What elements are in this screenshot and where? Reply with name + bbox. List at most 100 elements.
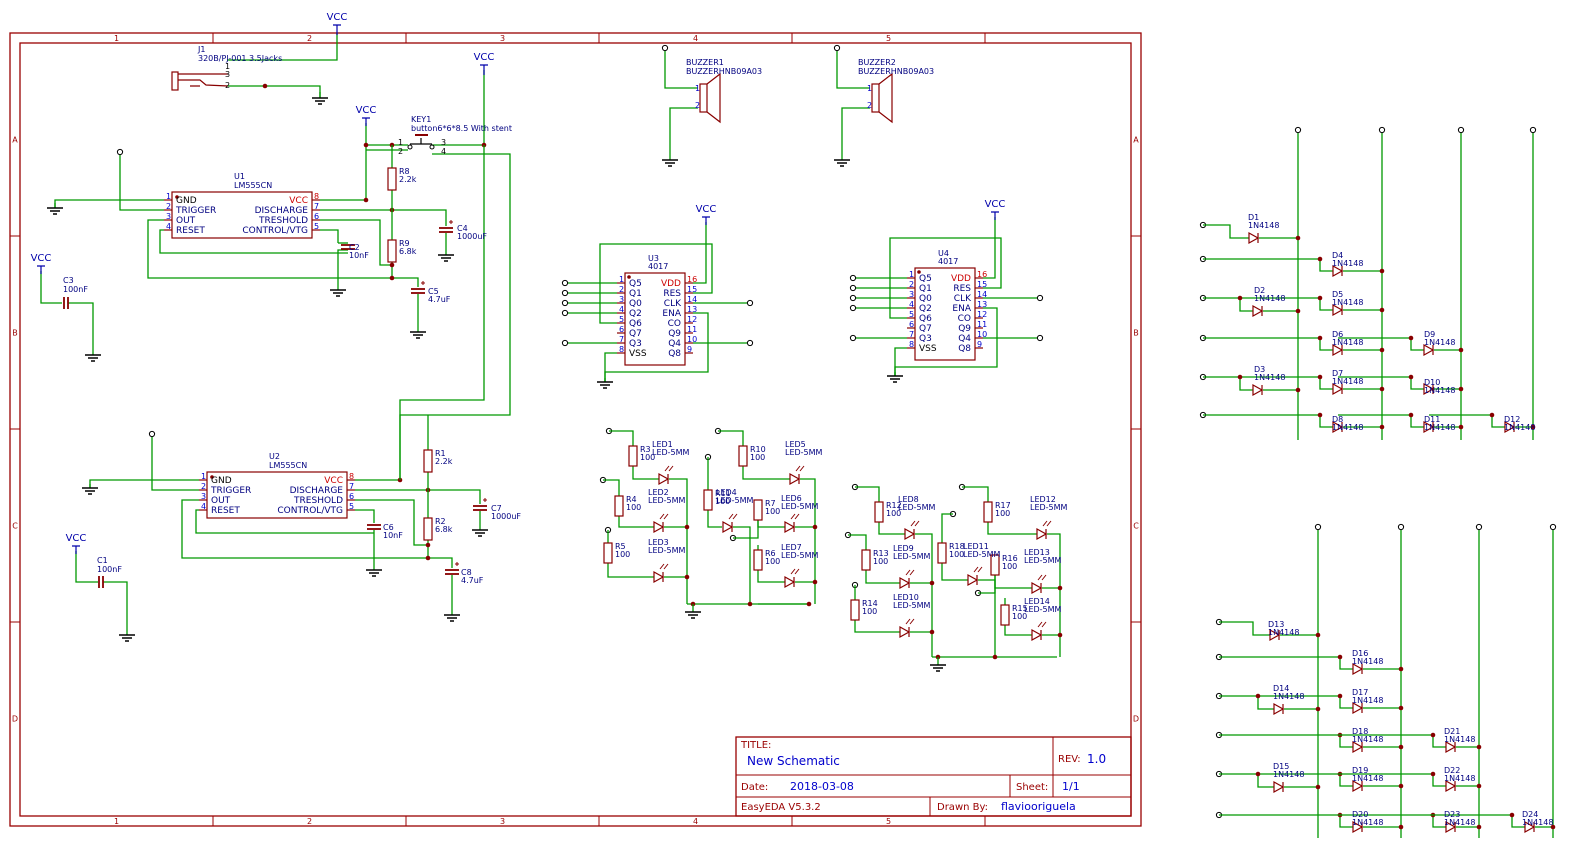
resistor-ref: R6	[765, 549, 776, 558]
pin-name: CONTROL/VTG	[242, 226, 308, 236]
net-terminal	[561, 299, 569, 307]
diode-body	[1445, 779, 1457, 793]
diode-body	[1352, 701, 1364, 715]
sheet-value: 1/1	[1062, 780, 1080, 793]
pin-name: Q6	[629, 319, 642, 329]
led-wire	[618, 516, 654, 528]
pin-number: 16	[977, 270, 987, 279]
led-value: LED-5MM	[652, 448, 690, 457]
vcc-symbol	[362, 117, 370, 126]
pin-name: Q9	[668, 329, 681, 339]
pin-number: 10	[977, 330, 987, 339]
junction-dot	[1379, 268, 1385, 274]
u1-control-wire	[320, 229, 339, 243]
resistor-value: 6.8k	[435, 525, 453, 534]
junction-dot	[1398, 666, 1404, 672]
net-terminal	[1529, 126, 1537, 134]
resistor-ref: R13	[873, 549, 889, 558]
led-ref: LED11	[963, 542, 989, 551]
diode-body	[1332, 343, 1344, 357]
led-wire	[855, 486, 880, 502]
diode-value: 1N4148	[1504, 423, 1535, 432]
pin-number: 4	[201, 502, 206, 511]
diode-value: 1N4148	[1352, 818, 1383, 827]
row-marker: A	[12, 136, 18, 145]
capacitor-ref: C1	[97, 556, 108, 565]
resistor-value: 100	[949, 550, 964, 559]
pin-number: 3	[619, 295, 624, 304]
resistor-value: 6.8k	[399, 247, 417, 256]
pin-number: 12	[687, 315, 697, 324]
pin-name: TRIGGER	[210, 486, 251, 496]
schematic-title: New Schematic	[747, 754, 840, 768]
led-value: LED-5MM	[893, 601, 931, 610]
led-wire	[848, 534, 867, 550]
counter-body	[914, 267, 976, 361]
u2-trigger-wire	[151, 434, 199, 491]
ground-symbol	[685, 611, 701, 619]
junction-dot	[747, 601, 753, 607]
u1-discharge-wire	[320, 209, 447, 226]
pin-number: 2	[201, 482, 206, 491]
jack-contacts	[178, 73, 229, 87]
pin-number: 14	[687, 295, 697, 304]
pin-number: 1	[166, 192, 171, 201]
led-ref: LED3	[648, 538, 669, 547]
counter-ref: U4	[938, 249, 949, 258]
column-marker: 3	[500, 34, 505, 43]
capacitor-ref: C8	[461, 568, 472, 577]
diode-value: 1N4148	[1332, 259, 1363, 268]
wire-layer	[40, 33, 1557, 838]
resistor-value: 100	[615, 550, 630, 559]
pin-number: 9	[977, 340, 982, 349]
diode-ref: D19	[1352, 766, 1368, 775]
buzzer-horn	[878, 72, 893, 124]
net-terminal	[849, 274, 857, 282]
led-light-arrows	[795, 465, 805, 472]
capacitor-ref: C7	[491, 504, 502, 513]
column-marker: 2	[307, 34, 312, 43]
led-wire	[607, 563, 654, 578]
led-body	[722, 520, 734, 534]
diode-wire	[1203, 258, 1333, 272]
pin-number: 16	[687, 275, 697, 284]
pin-number: 1	[201, 472, 206, 481]
pin-name: Q1	[919, 284, 932, 294]
pin-number: 13	[687, 305, 697, 314]
junction-dot	[929, 629, 935, 635]
diode-wire	[1257, 774, 1274, 788]
column-marker: 5	[886, 34, 891, 43]
pin-number: 7	[349, 482, 354, 491]
vcc-label: VCC	[66, 533, 87, 544]
led-wire	[987, 522, 1037, 535]
net-terminal	[561, 289, 569, 297]
led-body	[904, 527, 916, 541]
diode-body	[1445, 820, 1457, 834]
net-terminal	[661, 44, 669, 52]
pin-number: 11	[687, 325, 697, 334]
frame-outer	[9, 32, 1142, 827]
capacitor-ref: C5	[428, 287, 439, 296]
pin-name: CLK	[664, 299, 682, 309]
led-ref: LED6	[781, 494, 802, 503]
jack-vcc-wire	[227, 33, 338, 61]
diode-value: 1N4148	[1424, 423, 1455, 432]
pin-name: Q8	[958, 344, 971, 354]
pin-number: 7	[619, 335, 624, 344]
key-vcc-wire	[432, 70, 485, 146]
timer-value: LM555CN	[269, 461, 307, 470]
pin-number: 7	[314, 202, 319, 211]
u4-vss	[894, 347, 907, 376]
resistor-body	[861, 549, 871, 571]
diode-body	[1332, 382, 1344, 396]
u2-gnd-wire	[89, 479, 199, 488]
diode-wire	[1203, 337, 1333, 351]
junction-dot	[1489, 412, 1495, 418]
pin-name: DISCHARGE	[290, 486, 344, 496]
resistor-value: 100	[862, 607, 877, 616]
junction-dot	[1295, 308, 1301, 314]
capacitor-ref: C4	[457, 224, 468, 233]
counter-ref: U3	[648, 254, 659, 263]
